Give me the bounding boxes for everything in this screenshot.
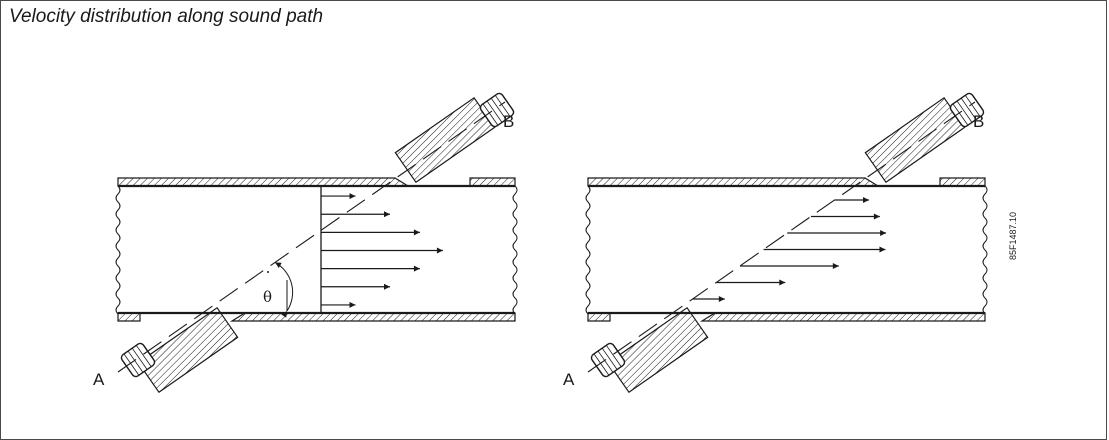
- pipe-wall-bottom-left: [587, 312, 611, 322]
- transducer-b-label: B: [503, 112, 514, 131]
- gland-groove: [597, 350, 614, 373]
- gland-groove: [601, 347, 618, 370]
- pipe-wall-top-left: [587, 177, 881, 187]
- pipe-break-left: [115, 185, 121, 315]
- transducer-sleeve-a: [607, 306, 709, 394]
- gland-groove: [956, 100, 973, 123]
- transducer-sleeve-b: [864, 96, 966, 184]
- transducer-b-label: B: [973, 112, 984, 131]
- gland-groove: [964, 95, 981, 117]
- pipe-break-right: [512, 185, 518, 315]
- gland-groove: [960, 97, 977, 120]
- pipe-wall-top-right: [469, 177, 516, 187]
- pipe-wall-top-left: [117, 177, 411, 187]
- meter-diagram-along-path: AB: [563, 92, 988, 394]
- transducer-a-label: A: [93, 370, 105, 389]
- gland-groove: [135, 345, 152, 367]
- angle-theta-label: θ: [263, 288, 272, 306]
- pipe-wall-bottom-right: [229, 312, 516, 322]
- pipe-wall-top-right: [939, 177, 986, 187]
- cable-gland-b: [479, 92, 515, 128]
- pipe-break-left: [585, 185, 591, 315]
- transducer-sleeve-b: [394, 96, 496, 184]
- gland-groove: [490, 97, 507, 120]
- gland-groove: [131, 347, 148, 370]
- angle-arc: [274, 262, 294, 318]
- transducer-a-label: A: [563, 370, 575, 389]
- sound-path-line: [117, 101, 506, 373]
- figure-title: Velocity distribution along sound path: [9, 6, 324, 27]
- figure-code: 85F1487.10: [1008, 212, 1018, 260]
- gland-groove: [593, 353, 610, 376]
- pipe-wall-bottom-left: [117, 312, 141, 322]
- gland-groove: [123, 353, 140, 376]
- pipe-break-right: [982, 185, 988, 315]
- transducer-sleeve-a: [137, 306, 239, 394]
- angle-dot: [267, 271, 269, 273]
- gland-groove: [127, 350, 144, 373]
- cable-gland-b: [949, 92, 985, 128]
- meter-diagram-profile: A Bθ: [93, 92, 518, 394]
- sound-path-line: [587, 101, 976, 373]
- gland-groove: [952, 103, 969, 126]
- gland-groove: [486, 100, 503, 123]
- gland-groove: [605, 345, 622, 367]
- gland-groove: [494, 95, 511, 117]
- pipe-wall-bottom-right: [699, 312, 986, 322]
- gland-groove: [482, 103, 499, 126]
